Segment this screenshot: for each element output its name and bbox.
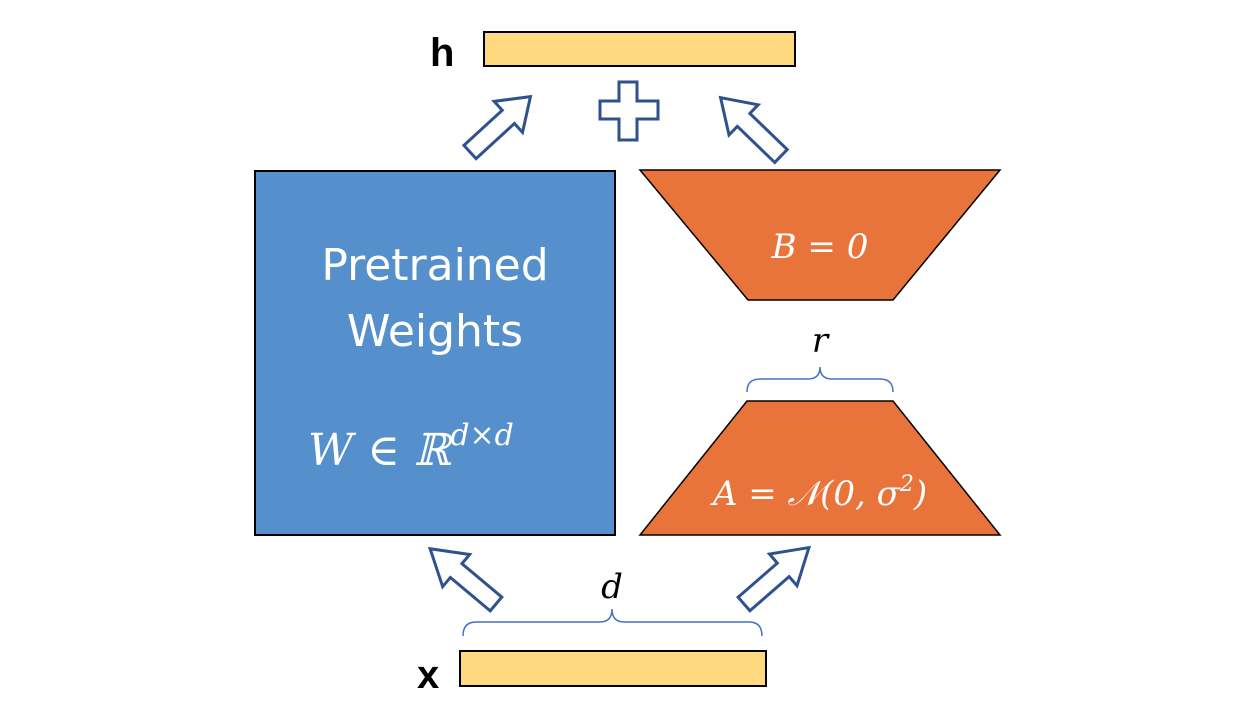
lora-b-formula: B = 0 [771, 227, 869, 267]
arrow-lora-to-output [718, 95, 790, 165]
output-vector [483, 31, 796, 67]
pretrained-formula: W ∈ ℝd×d [308, 418, 514, 476]
arrow-pretrained-to-output [461, 94, 533, 161]
pretrained-weights-block [254, 170, 616, 536]
lora-a-matrix [638, 400, 1002, 536]
arrow-input-to-pretrained [427, 546, 504, 614]
rank-brace [746, 366, 894, 393]
output-label: h [430, 31, 454, 75]
pretrained-title-line2: Weights [347, 306, 523, 357]
rank-label: r [812, 321, 830, 361]
lora-a-formula: A = 𝒩(0, σ2) [710, 472, 927, 514]
plus-icon [598, 80, 660, 142]
input-label: x [417, 653, 439, 697]
arrow-input-to-lora [735, 545, 812, 613]
input-vector [459, 650, 767, 687]
dim-brace [462, 608, 763, 637]
pretrained-title-line1: Pretrained [321, 240, 548, 291]
dim-label: d [601, 567, 623, 607]
lora-b-matrix [638, 169, 1002, 301]
